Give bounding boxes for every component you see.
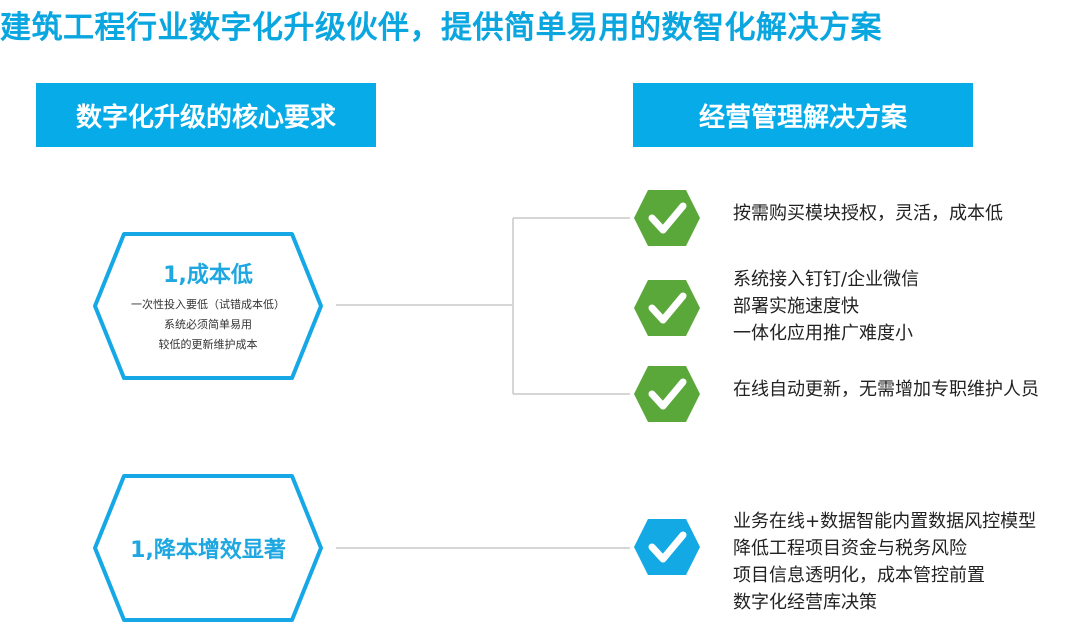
solution-line: 项目信息透明化，成本管控前置 [733,565,985,586]
page-title: 建筑工程行业数字化升级伙伴，提供简单易用的数智化解决方案 [0,10,882,46]
solution-line: 降低工程项目资金与税务风险 [733,538,967,559]
hexagon-frame-req2 [93,474,323,622]
requirement-detail: 较低的更新维护成本 [158,338,258,351]
solution-line: 在线自动更新，无需增加专职维护人员 [733,379,1039,400]
requirement-title: 1,成本低 [163,263,253,288]
requirement-card-1: 1,成本低 一次性投入要低（试错成本低） 系统必须简单易用 较低的更新维护成本 [92,231,324,381]
requirement-title: 1,降本增效显著 [130,538,286,563]
solution-item-1: 按需购买模块授权，灵活，成本低 [733,200,1003,227]
solution-line: 一体化应用推广难度小 [733,323,913,344]
solution-item-3: 在线自动更新，无需增加专职维护人员 [733,376,1039,403]
solution-item-4: 业务在线+数据智能内置数据风控模型 降低工程项目资金与税务风险 项目信息透明化，… [733,508,1036,616]
checkmark-icon [634,519,700,575]
management-solutions-header: 经营管理解决方案 [633,83,973,147]
requirement-detail: 一次性投入要低（试错成本低） [131,298,285,311]
solution-line: 数字化经营库决策 [733,592,877,613]
checkmark-icon [634,190,700,246]
requirement-detail: 系统必须简单易用 [164,318,252,331]
solution-line: 部署实施速度快 [733,296,859,317]
checkmark-icon [634,280,700,336]
solution-line: 业务在线+数据智能内置数据风控模型 [733,511,1037,532]
requirement-card-2: 1,降本增效显著 [92,473,324,623]
solution-line: 系统接入钉钉/企业微信 [733,269,920,290]
checkmark-icon [634,366,700,422]
solution-item-2: 系统接入钉钉/企业微信 部署实施速度快 一体化应用推广难度小 [733,266,919,347]
core-requirements-header: 数字化升级的核心要求 [36,83,376,147]
solution-line: 按需购买模块授权，灵活，成本低 [733,203,1003,224]
hexagon-frame-req1 [93,232,323,380]
